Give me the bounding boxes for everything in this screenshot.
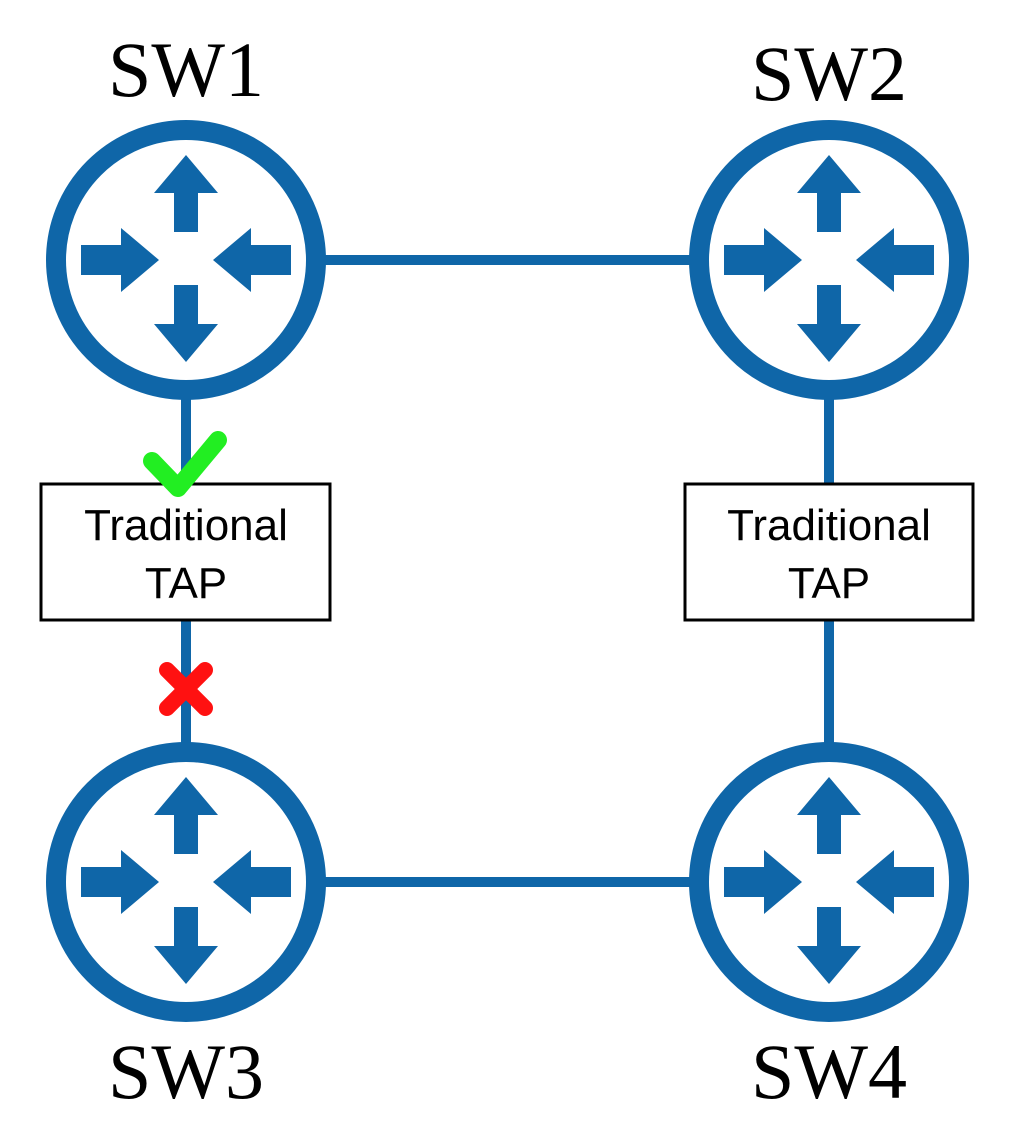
tap-right-line1: Traditional (727, 501, 931, 550)
x-mark-icon (159, 662, 213, 716)
switch-circle (46, 742, 326, 1022)
switch-circle (689, 120, 969, 400)
links (181, 255, 834, 887)
switch-sw2[interactable] (689, 120, 969, 400)
sw2-label: SW2 (751, 30, 907, 117)
tap-left-line1: Traditional (84, 501, 288, 550)
switch-circle (689, 742, 969, 1022)
sw1-label: SW1 (108, 26, 264, 113)
tap-left-line2: TAP (145, 559, 227, 608)
checkmark-icon (143, 431, 227, 497)
tap-box (683, 482, 975, 622)
tap-right[interactable]: Traditional TAP (683, 482, 975, 622)
switch-circle (46, 120, 326, 400)
switch-sw3[interactable] (46, 742, 326, 1022)
switch-sw1[interactable] (46, 120, 326, 400)
tap-right-line2: TAP (788, 559, 870, 608)
sw3-label: SW3 (108, 1028, 264, 1115)
tap-left[interactable]: Traditional TAP (39, 482, 332, 622)
switch-sw4[interactable] (689, 742, 969, 1022)
sw4-label: SW4 (751, 1028, 907, 1115)
